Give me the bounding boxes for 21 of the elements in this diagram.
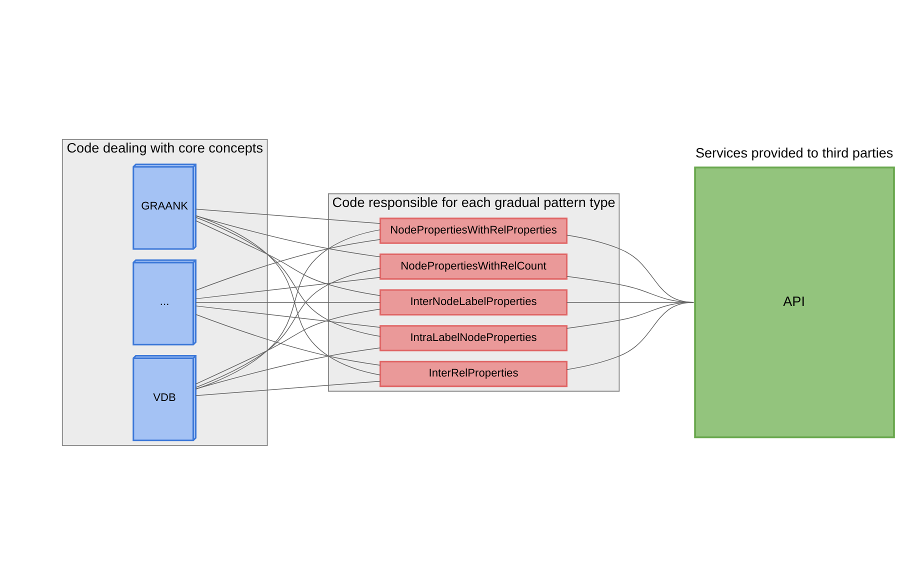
connector bbox=[195, 215, 380, 376]
node-box: NodePropertiesWithRelCount bbox=[380, 253, 568, 280]
node-box: IntraLabelNodeProperties bbox=[380, 325, 568, 352]
node-label: Services provided to third parties bbox=[695, 146, 894, 161]
node-box: InterNodeLabelProperties bbox=[380, 289, 568, 316]
connector bbox=[196, 314, 381, 366]
node-box: NodePropertiesWithRelProperties bbox=[380, 218, 568, 244]
node-box: InterRelProperties bbox=[380, 360, 568, 388]
connector bbox=[195, 277, 381, 300]
connector bbox=[195, 208, 381, 224]
connector bbox=[196, 308, 381, 384]
connector bbox=[196, 268, 381, 388]
connector bbox=[196, 239, 381, 291]
connector bbox=[196, 217, 381, 337]
connector bbox=[195, 380, 381, 396]
connector bbox=[195, 306, 381, 328]
connector bbox=[566, 302, 694, 370]
connector bbox=[196, 220, 381, 296]
connector bbox=[195, 302, 381, 303]
connector bbox=[196, 215, 381, 258]
connector bbox=[195, 229, 380, 390]
